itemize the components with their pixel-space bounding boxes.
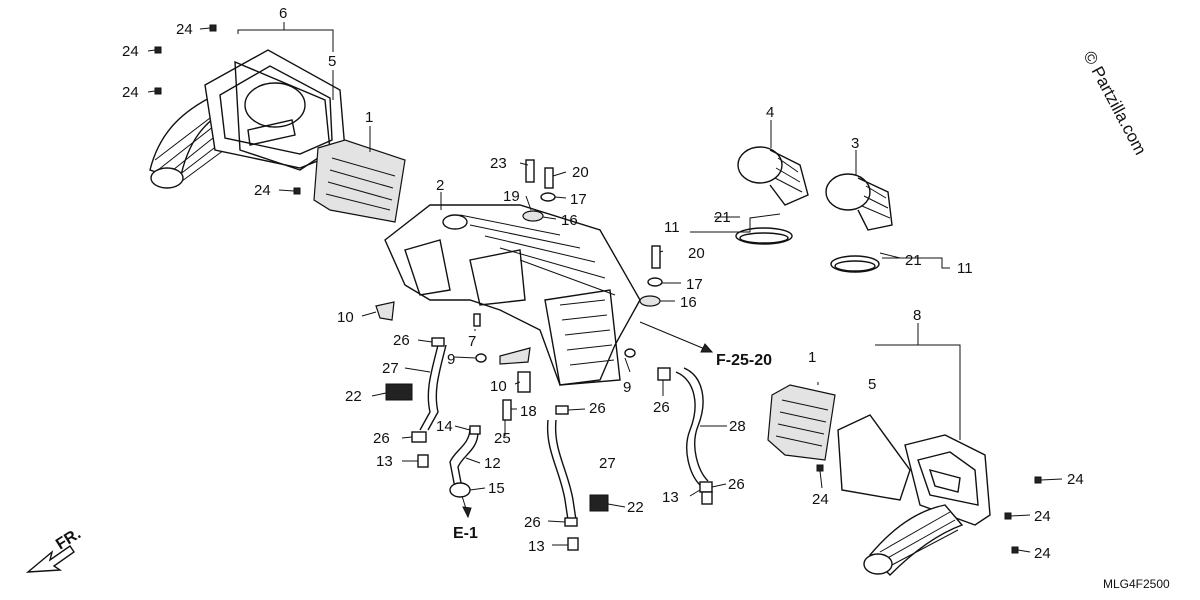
- callout-26: 26: [728, 476, 745, 493]
- callout-24: 24: [176, 21, 193, 38]
- callout-24: 24: [1034, 508, 1051, 525]
- front-direction-label: FR.: [53, 525, 84, 553]
- right-air-filter: [767, 384, 836, 461]
- callout-7: 7: [468, 333, 476, 350]
- callout-9: 9: [623, 379, 631, 396]
- callout-10: 10: [337, 309, 354, 326]
- callout-2: 2: [436, 177, 444, 194]
- callout-19: 19: [503, 188, 520, 205]
- callout-1: 1: [808, 349, 816, 366]
- callout-13: 13: [528, 538, 545, 555]
- callout-5: 5: [328, 53, 336, 70]
- front-direction-arrow: [25, 545, 75, 573]
- right-gasket: [837, 414, 911, 501]
- callout-26: 26: [589, 400, 606, 417]
- right-intake-duct: [863, 504, 964, 576]
- callout-6: 6: [279, 5, 287, 22]
- left-intake-duct: [149, 94, 230, 189]
- callout-13: 13: [376, 453, 393, 470]
- left-air-filter: [313, 139, 406, 223]
- band-clamp-upper: [735, 227, 793, 245]
- reference-e-1: E-1: [453, 525, 478, 542]
- hose-28: [675, 367, 709, 486]
- callout-11: 11: [664, 219, 680, 236]
- diagram-code: MLG4F2500: [1103, 577, 1170, 591]
- breather-hose-27-left: [419, 344, 447, 431]
- callout-3: 3: [851, 135, 859, 152]
- callout-25: 25: [494, 430, 511, 447]
- callout-21: 21: [714, 209, 731, 226]
- callout-24: 24: [1034, 545, 1051, 562]
- part-callouts: 24 6 24 5 24 1 24 2 23 20 19 17 16 4 3 1…: [122, 5, 1084, 562]
- central-air-box: [384, 204, 641, 386]
- intake-boot-4: [737, 146, 809, 206]
- callout-24: 24: [254, 182, 271, 199]
- left-gasket: [234, 60, 331, 171]
- callout-26: 26: [524, 514, 541, 531]
- callout-27: 27: [382, 360, 399, 377]
- callout-24: 24: [1067, 471, 1084, 488]
- band-clamp-lower: [830, 255, 880, 273]
- callout-10: 10: [490, 378, 507, 395]
- watermark: © Partzilla.com: [1079, 48, 1150, 158]
- callout-17: 17: [570, 191, 587, 208]
- callout-21: 21: [905, 252, 922, 269]
- callout-18: 18: [520, 403, 537, 420]
- callout-26: 26: [393, 332, 410, 349]
- drain-hose-12: [449, 427, 479, 489]
- callout-22: 22: [345, 388, 362, 405]
- callout-16: 16: [561, 212, 578, 229]
- breather-hose-27-center: [546, 419, 577, 521]
- callout-16: 16: [680, 294, 697, 311]
- callout-17: 17: [686, 276, 703, 293]
- callout-23: 23: [490, 155, 507, 172]
- small-hardware: [154, 24, 1042, 554]
- callout-28: 28: [729, 418, 746, 435]
- callout-26: 26: [653, 399, 670, 416]
- callout-24: 24: [122, 43, 139, 60]
- callout-8: 8: [913, 307, 921, 324]
- leader-lines: [147, 22, 1063, 553]
- reference-f-25-20: F-25-20: [716, 352, 772, 369]
- callout-1: 1: [365, 109, 373, 126]
- callout-24: 24: [812, 491, 829, 508]
- callout-20: 20: [688, 245, 705, 262]
- callout-20: 20: [572, 164, 589, 181]
- callout-12: 12: [484, 455, 501, 472]
- callout-11: 11: [957, 260, 973, 277]
- intake-boot-3: [825, 173, 893, 231]
- callout-27: 27: [599, 455, 616, 472]
- callout-5: 5: [868, 376, 876, 393]
- callout-15: 15: [488, 480, 505, 497]
- callout-14: 14: [436, 418, 453, 435]
- right-air-box-cover: [904, 434, 991, 526]
- callout-4: 4: [766, 104, 774, 121]
- callout-22: 22: [627, 499, 644, 516]
- callout-26: 26: [373, 430, 390, 447]
- callout-13: 13: [662, 489, 679, 506]
- callout-9: 9: [447, 351, 455, 368]
- callout-24: 24: [122, 84, 139, 101]
